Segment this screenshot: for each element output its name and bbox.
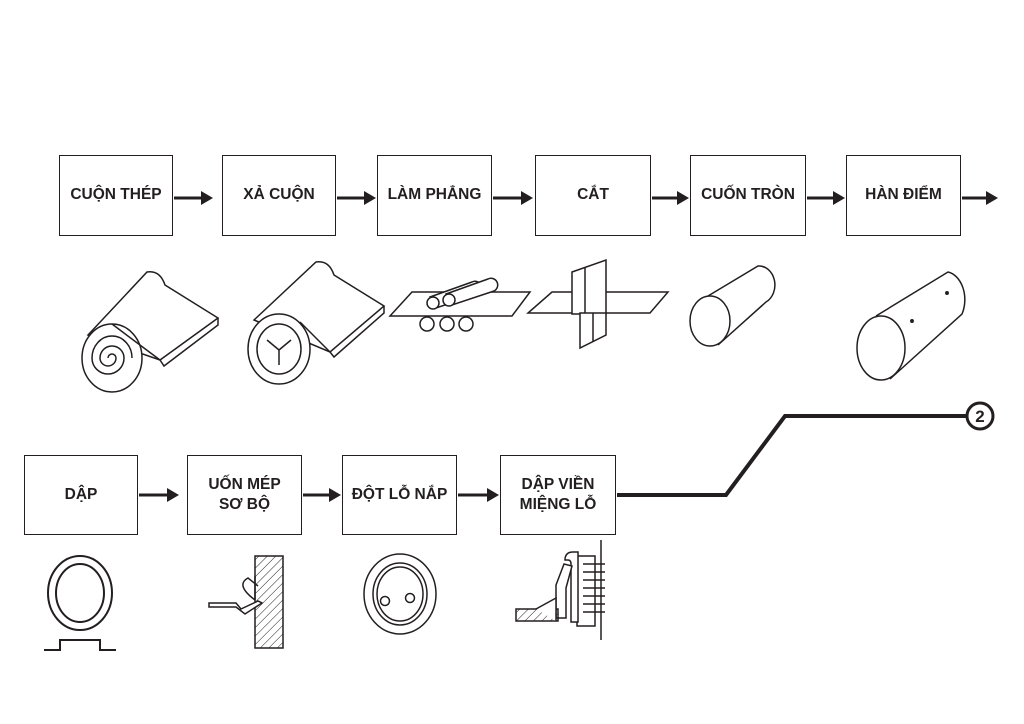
hole-rim-stamping-icon [515, 540, 605, 640]
step-label: CUỐN TRÒN [701, 186, 795, 204]
step-label: LÀM PHẲNG [387, 186, 482, 204]
step-dot-lo-nap: ĐỘT LỖ NẮP [342, 455, 457, 535]
continuation-line [617, 414, 966, 497]
step-dap: DẬP [24, 455, 138, 535]
step-cuon-thep: CUỘN THÉP [59, 155, 173, 236]
step-xa-cuon: XẢ CUỘN [222, 155, 336, 236]
step-dap-vien-mieng-lo: DẬP VIỀN MIỆNG LỖ [500, 455, 616, 535]
step-label: CUỘN THÉP [70, 186, 162, 204]
flow-arrow [652, 191, 689, 205]
step-lam-phang: LÀM PHẲNG [377, 155, 492, 236]
flow-arrow [493, 191, 533, 205]
step-cat: CẮT [535, 155, 651, 236]
step-label: XẢ CUỘN [243, 186, 315, 204]
shear-cutting-icon [526, 258, 670, 350]
step-cuon-tron: CUỐN TRÒN [690, 155, 806, 236]
flow-arrow [458, 488, 499, 502]
step-label: DẬP [64, 485, 98, 503]
step-uon-mep-so-bo: UỐN MÉP SƠ BỘ [187, 455, 302, 535]
flow-arrow [337, 191, 376, 205]
step-label: HÀN ĐIỂM [865, 186, 942, 204]
continuation-marker [965, 401, 995, 431]
continuation-number: 2 [975, 407, 984, 426]
flow-arrow [174, 191, 213, 205]
flow-arrow [303, 488, 341, 502]
uncoiler-icon [247, 261, 386, 385]
step-label: UỐN MÉP SƠ BỘ [208, 475, 281, 513]
step-label: DẬP VIỀN MIỆNG LỖ [519, 475, 597, 513]
step-label: CẮT [577, 186, 609, 204]
flow-arrow [139, 488, 179, 502]
spot-welded-cylinder-icon [856, 271, 966, 381]
flow-arrow [962, 191, 998, 205]
rolled-cylinder-icon [689, 265, 776, 347]
steel-coil-icon [81, 271, 220, 393]
flattening-rollers-icon [388, 277, 532, 332]
step-han-diem: HÀN ĐIỂM [846, 155, 961, 236]
step-label: ĐỘT LỖ NẮP [351, 485, 448, 503]
flow-arrow [807, 191, 845, 205]
stamped-end-icon [44, 555, 116, 651]
preliminary-flange-bending-icon [208, 555, 284, 649]
punched-lid-holes-icon [363, 553, 437, 635]
